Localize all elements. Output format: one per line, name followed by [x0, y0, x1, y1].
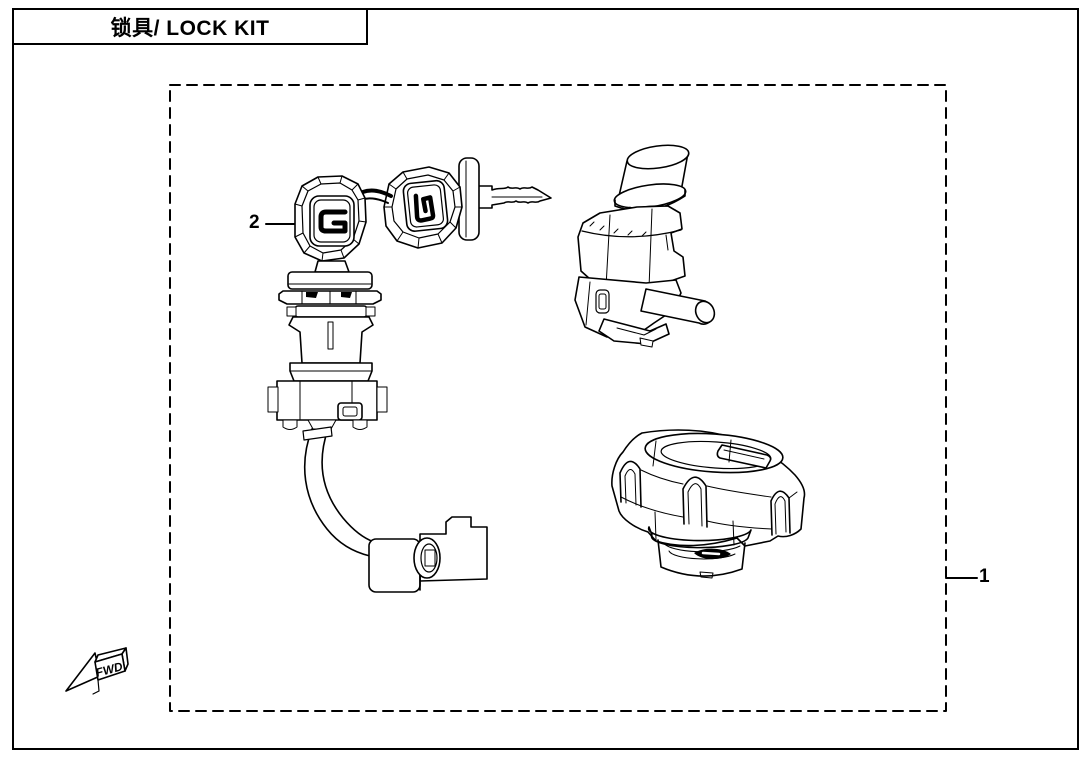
ignition-switch-drawing [267, 157, 552, 593]
lock-housing [574, 205, 686, 338]
callout-2-label: 2 [249, 212, 260, 233]
key-blade [477, 185, 552, 209]
title-box: 锁具/ LOCK KIT [12, 8, 368, 45]
latch-pin [640, 288, 716, 325]
key-logo-right [413, 193, 436, 223]
key-head-left [294, 175, 367, 262]
cap-knurl-grips [619, 439, 798, 546]
cap-neck [647, 526, 752, 579]
base-bracket [598, 318, 670, 348]
key-logo-left [318, 209, 348, 234]
lock-cylinder-drawing [574, 144, 716, 348]
fwd-label: FWD [94, 659, 124, 680]
connector-plug [368, 516, 488, 593]
kit-boundary-box [169, 84, 947, 712]
page-title: 锁具/ LOCK KIT [110, 16, 270, 40]
ignition-lock-body [267, 260, 388, 430]
key-head-right [383, 166, 463, 249]
escutcheon-plate [458, 157, 480, 241]
wire-harness [302, 426, 375, 557]
page-border [12, 8, 1079, 750]
fuel-cap-drawing [611, 429, 806, 579]
cap-top-recess [644, 432, 784, 474]
callout-1-label: 1 [979, 566, 990, 587]
fwd-arrow: FWD [65, 647, 129, 695]
